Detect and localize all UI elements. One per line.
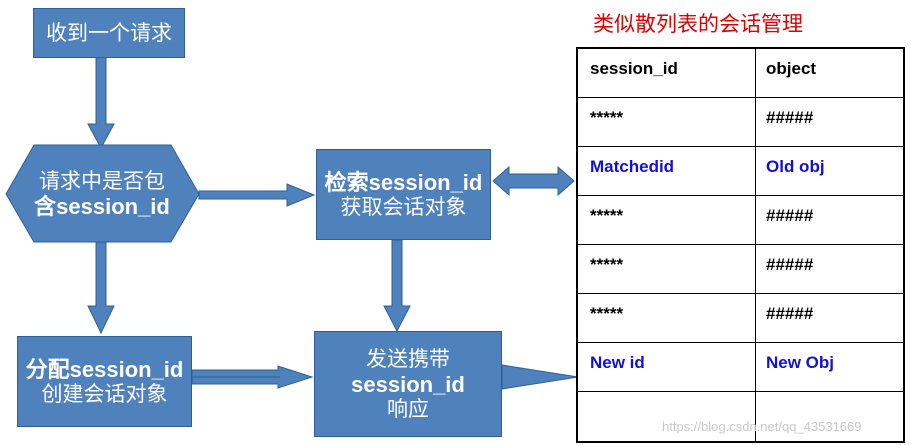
retrieve-session-box: 检索session_id 获取会话对象 xyxy=(316,149,491,240)
check-label-line2: 含session_id xyxy=(34,194,170,219)
table-row: ***** ##### xyxy=(578,98,903,147)
allocate-session-box: 分配session_id 创建会话对象 xyxy=(17,336,192,427)
arrow-receive-to-check xyxy=(87,56,115,150)
header-session-id: session_id xyxy=(578,49,756,97)
retrieve-label-line1: 检索session_id xyxy=(324,169,483,195)
row-session-id xyxy=(578,392,756,441)
row-object: Old obj xyxy=(766,157,825,176)
header-object: object xyxy=(766,59,817,78)
row-object: New Obj xyxy=(766,353,835,372)
send-label-line3: 响应 xyxy=(387,396,429,421)
arrow-check-to-retrieve xyxy=(198,183,316,207)
arrow-retrieve-table-double xyxy=(492,165,575,197)
arrow-check-to-allocate xyxy=(87,241,115,335)
check-label-line1: 请求中是否包 xyxy=(39,169,165,193)
row-object: ##### xyxy=(766,255,814,274)
receive-label: 收到一个请求 xyxy=(46,20,172,45)
table-row: ***** ##### xyxy=(578,245,903,294)
receive-request-box: 收到一个请求 xyxy=(33,8,185,58)
arrow-send-to-table xyxy=(501,364,579,390)
arrow-retrieve-to-send xyxy=(383,239,411,333)
row-session-id: New id xyxy=(578,343,756,391)
session-hash-table: session_id object ***** ##### Matchedid … xyxy=(576,47,905,443)
watermark: https://blog.csdn.net/qq_43531669 xyxy=(662,419,862,434)
table-title: 类似散列表的会话管理 xyxy=(593,12,803,36)
check-shape xyxy=(5,144,200,243)
table-row: ***** ##### xyxy=(578,196,903,245)
send-label-line2: session_id xyxy=(351,371,465,397)
row-object: ##### xyxy=(766,108,814,127)
table-row: ***** ##### xyxy=(578,294,903,343)
row-object: ##### xyxy=(766,206,814,225)
send-label-line1: 发送携带 xyxy=(366,346,450,371)
allocate-label-line1: 分配session_id xyxy=(25,356,184,382)
row-session-id: ***** xyxy=(578,98,756,146)
row-session-id: ***** xyxy=(578,196,756,244)
table-row-empty xyxy=(578,392,903,441)
check-session-decision: 请求中是否包 含session_id xyxy=(22,147,182,241)
row-session-id: ***** xyxy=(578,294,756,342)
table-row-matched: Matchedid Old obj xyxy=(578,147,903,196)
row-session-id: ***** xyxy=(578,245,756,293)
allocate-label-line2: 创建会话对象 xyxy=(41,381,168,406)
row-object: ##### xyxy=(766,304,814,323)
retrieve-label-line2: 获取会话对象 xyxy=(340,194,467,219)
table-header-row: session_id object xyxy=(578,49,903,98)
table-row-new: New id New Obj xyxy=(578,343,903,392)
row-session-id: Matchedid xyxy=(578,147,756,195)
send-response-box: 发送携带 session_id 响应 xyxy=(314,331,502,437)
